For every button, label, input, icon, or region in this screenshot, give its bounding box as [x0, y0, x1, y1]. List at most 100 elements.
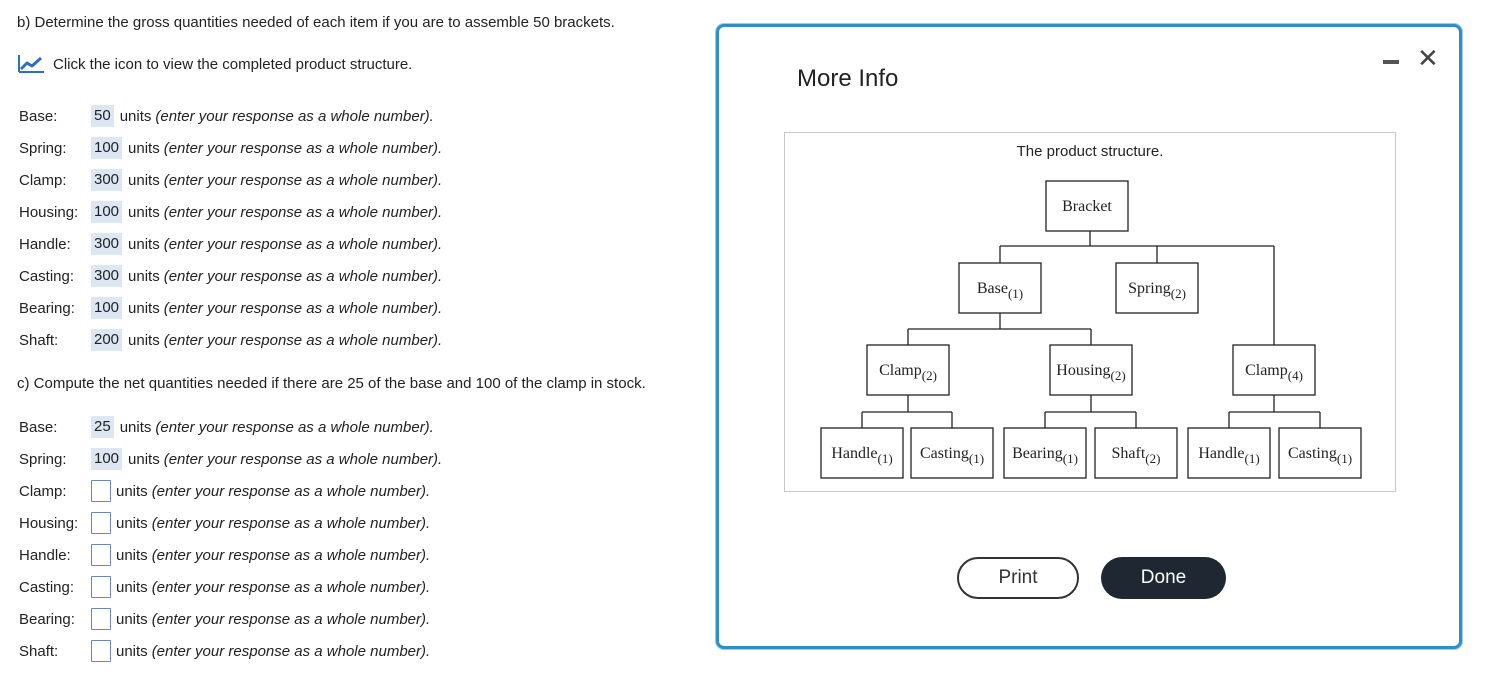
question-b: b) Determine the gross quantities needed… [17, 14, 615, 31]
more-info-dialog: More Info ✕ The product structure.Bracke… [716, 24, 1462, 649]
hint-text: (enter your response as a whole number). [151, 642, 431, 660]
row-label: Spring: [19, 450, 67, 468]
answer-value[interactable]: 100 [91, 448, 123, 470]
minimize-icon[interactable] [1383, 60, 1399, 64]
units-label: units [128, 235, 160, 253]
hint-text: (enter your response as a whole number). [155, 107, 434, 125]
answer-input[interactable] [91, 512, 111, 534]
node-casting-5-label: Casting(1) [1288, 445, 1352, 466]
question-c: c) Compute the net quantities needed if … [17, 375, 646, 392]
node-housing-label: Housing(2) [1056, 362, 1125, 383]
net-row-housing: Housing: units(enter your response as a w… [19, 510, 430, 536]
dialog-title: More Info [797, 65, 899, 92]
node-bearing-2-box [1003, 427, 1087, 479]
answer-input[interactable] [91, 576, 111, 598]
units-label: units [119, 418, 152, 436]
row-label: Clamp: [19, 482, 67, 500]
units-label: units [116, 482, 148, 500]
units-label: units [128, 139, 160, 157]
answer-value[interactable]: 50 [91, 105, 114, 127]
answer-input[interactable] [91, 608, 111, 630]
units-label: units [116, 578, 148, 596]
hint-text: (enter your response as a whole number). [163, 235, 443, 253]
hint-text: (enter your response as a whole number). [163, 203, 443, 221]
net-row-casting: Casting:units(enter your response as a w… [19, 574, 430, 600]
node-shaft-3-label: Shaft(2) [1112, 445, 1161, 466]
answer-value[interactable]: 300 [91, 233, 123, 255]
units-label: units [128, 203, 160, 221]
print-button[interactable]: Print [957, 557, 1079, 599]
hint-text: (enter your response as a whole number). [163, 267, 443, 285]
answer-value[interactable]: 300 [91, 265, 123, 287]
row-label: Housing: [19, 203, 79, 221]
node-shaft-3-box [1094, 427, 1178, 479]
done-button[interactable]: Done [1101, 557, 1226, 599]
hint-text: (enter your response as a whole number). [151, 610, 431, 628]
net-row-handle: Handle:units(enter your response as a wh… [19, 542, 430, 568]
units-label: units [119, 107, 152, 125]
product-structure-link[interactable]: Click the icon to view the completed pro… [17, 54, 412, 74]
answer-value[interactable]: 100 [91, 137, 123, 159]
net-row-spring: Spring: 100 units(enter your response as a… [19, 446, 442, 472]
node-base-label: Base(1) [977, 280, 1023, 301]
units-label: units [116, 642, 148, 660]
net-row-bearing: Bearing:units(enter your response as a w… [19, 606, 430, 632]
chart-icon[interactable] [17, 54, 45, 74]
node-handle-4-label: Handle(1) [1198, 445, 1259, 466]
node-clamp-right-box [1232, 344, 1316, 396]
answer-input[interactable] [91, 480, 111, 502]
answer-value[interactable]: 25 [91, 416, 114, 438]
node-clamp-left-box [866, 344, 950, 396]
units-label: units [116, 514, 148, 532]
hint-text: (enter your response as a whole number). [163, 450, 443, 468]
answer-value[interactable]: 300 [91, 169, 123, 191]
node-spring-label: Spring(2) [1128, 280, 1186, 301]
answer-input[interactable] [91, 544, 111, 566]
node-clamp-left-label: Clamp(2) [879, 362, 937, 383]
hint-text: (enter your response as a whole number). [151, 546, 431, 564]
row-label: Bearing: [19, 299, 75, 317]
figure-caption: The product structure. [1017, 143, 1164, 160]
answer-value[interactable]: 100 [91, 201, 123, 223]
row-label: Clamp: [19, 171, 67, 189]
node-casting-1-label: Casting(1) [920, 445, 984, 466]
units-label: units [128, 267, 160, 285]
row-label: Bearing: [19, 610, 75, 628]
product-structure-tree: The product structure.BracketBase(1)Spri… [820, 143, 1362, 479]
node-bracket-box [1045, 180, 1129, 232]
node-housing-box [1049, 344, 1133, 396]
hint-text: (enter your response as a whole number). [151, 578, 431, 596]
hint-text: (enter your response as a whole number). [163, 139, 443, 157]
answer-value[interactable]: 100 [91, 297, 123, 319]
hint-text: (enter your response as a whole number). [163, 299, 443, 317]
node-handle-0-box [820, 427, 904, 479]
net-row-base: Base: 25 units(enter your response as a wh… [19, 414, 434, 440]
gross-row-bearing: Bearing: 100 units(enter your response as … [19, 295, 442, 321]
hint-text: (enter your response as a whole number). [155, 418, 434, 436]
close-icon[interactable]: ✕ [1417, 43, 1439, 73]
node-bearing-2-label: Bearing(1) [1012, 445, 1078, 466]
hint-text: (enter your response as a whole number). [163, 171, 443, 189]
node-handle-0-label: Handle(1) [831, 445, 892, 466]
node-casting-1-box [910, 427, 994, 479]
node-spring-box [1115, 262, 1199, 314]
answer-value[interactable]: 200 [91, 329, 123, 351]
row-label: Housing: [19, 514, 79, 532]
row-label: Base: [19, 418, 58, 436]
node-casting-5-box [1278, 427, 1362, 479]
units-label: units [128, 299, 160, 317]
hint-text: (enter your response as a whole number). [151, 514, 431, 532]
row-label: Shaft: [19, 642, 59, 660]
gross-row-housing: Housing: 100 units(enter your response as … [19, 199, 442, 225]
units-label: units [128, 331, 160, 349]
gross-row-base: Base: 50 units(enter your response as a wh… [19, 103, 434, 129]
units-label: units [128, 450, 160, 468]
answer-input[interactable] [91, 640, 111, 662]
row-label: Base: [19, 107, 58, 125]
product-structure-link-text: Click the icon to view the completed pro… [53, 55, 413, 73]
